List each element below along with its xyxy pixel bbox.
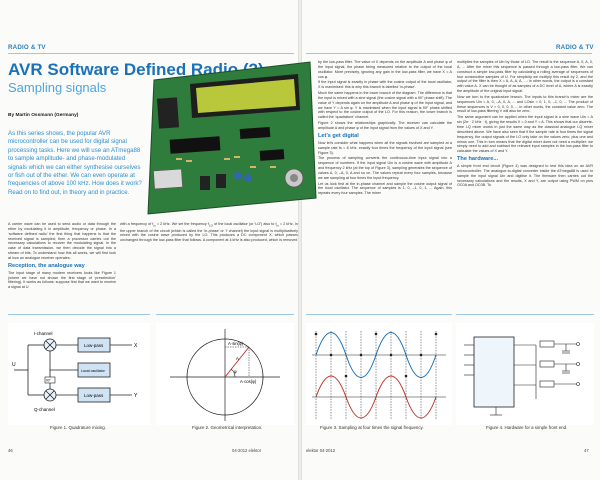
fig1-label-lowpass: Low-pass (84, 393, 104, 398)
sampling-waveform-diagram (306, 323, 452, 425)
capacitor (216, 174, 226, 188)
paragraph: If the input signal is exactly in phase … (318, 80, 452, 90)
fig1-label-u: U (12, 362, 16, 368)
paragraph: The process of sampling converts the con… (318, 156, 452, 180)
page-gutter (298, 0, 302, 480)
figure-2: A·sin(φ) A·cos(φ) φ A Figure 2. Geometri… (156, 314, 294, 433)
ic (259, 149, 285, 161)
pcb-illustration (147, 61, 317, 215)
quadrature-mixing-diagram: I-channel Q-channel Low-pass Low-pass Lo… (8, 323, 150, 425)
capacitor (244, 174, 252, 182)
section-tag: RADIO & TV (8, 44, 46, 51)
section-heading: The hardware... (457, 156, 499, 163)
paragraph: Now we turn to the quadrature branch. Th… (457, 94, 593, 114)
ic (239, 126, 271, 140)
phasor-vector (224, 346, 250, 378)
sdr-board-photo (140, 58, 318, 216)
fig1-label-lo: Local oscillator (81, 369, 106, 373)
figure-1-caption: Figure 1. Quadrature mixing. (50, 425, 106, 430)
header-pins (156, 97, 180, 129)
cosine-wave (315, 332, 437, 378)
figure-4: Figure 4. Hardware for a simple front en… (456, 314, 594, 433)
paragraph: multiplies the samples of Uin by those o… (457, 60, 593, 94)
microcontroller-chip (169, 136, 221, 154)
intro-paragraph: As this series shows, the popular AVR mi… (8, 130, 142, 196)
header-rule (306, 53, 592, 54)
lcd-screen (196, 79, 296, 113)
fig2-label-phi: φ (234, 369, 237, 374)
section-heading: Let’s get digital (318, 132, 359, 139)
text-fragment: = 2 kHz. We set the frequency f (156, 222, 209, 226)
fig2-label-acos: A·cos(φ) (240, 379, 257, 384)
fig2-label-asin: A·sin(φ) (228, 341, 244, 346)
capacitor (234, 172, 242, 180)
page-number: 46 (8, 448, 13, 453)
figure-2-caption: Figure 2. Geometrical interpretation. (192, 425, 263, 430)
body-column-1: A carrier wave can be used to send audio… (8, 222, 116, 308)
paragraph: Now let’s consider what happens when all… (318, 140, 452, 155)
paragraph: Figure 2 shows the relationships graphic… (318, 121, 452, 130)
paragraph: Let us look first at the in-phase channe… (318, 181, 452, 196)
article-subtitle: Sampling signals (8, 80, 107, 95)
fig1-label-ichannel: I-channel (34, 331, 53, 336)
byline: By Martin Ossmann (Germany) (8, 113, 79, 118)
fig1-label-lowpass: Low-pass (84, 343, 104, 348)
figure-3-caption: Figure 3. Sampling at four times the sig… (320, 425, 424, 430)
section-heading: Reception, the analogue way (8, 262, 85, 269)
paragraph: The same argument can be applied when th… (457, 115, 593, 154)
body-column-2: with a frequency of fin = 2 kHz. We set … (120, 222, 298, 243)
page-number: 47 (584, 448, 589, 453)
figure-3: Figure 3. Sampling at four times the sig… (306, 314, 452, 433)
right-page: RADIO & TV by the low-pass filter. The v… (302, 0, 600, 480)
body-column-4: multiplies the samples of Uin by those o… (457, 60, 593, 310)
unit-circle (186, 338, 264, 416)
geometric-interpretation-diagram: A·sin(φ) A·cos(φ) φ A (156, 323, 294, 425)
fig1-label-90: 90° (46, 379, 52, 383)
fig1-label-y: Y (134, 393, 138, 399)
paragraph: by the low-pass filter. The value of X d… (318, 60, 452, 79)
ic-chip (473, 336, 515, 408)
paragraph: The input stage of many modern receivers… (8, 270, 116, 290)
section-tag: RADIO & TV (556, 44, 594, 51)
paragraph: Much the same happens in the lower branc… (318, 91, 452, 120)
text-fragment: = 2 kHz. In the upper branch of the circ… (120, 222, 298, 243)
fig2-label-a: A (236, 356, 239, 361)
paragraph: A carrier wave can be used to send audio… (8, 222, 116, 260)
capacitor (200, 176, 210, 190)
paragraph: A simple front end circuit (Figure 4) wa… (457, 164, 593, 188)
text-fragment: with a frequency of f (120, 222, 154, 226)
fig1-label-qchannel: Q-channel (34, 407, 55, 412)
figure-1: I-channel Q-channel Low-pass Low-pass Lo… (8, 314, 150, 433)
front-end-schematic (456, 323, 594, 425)
connector (153, 168, 183, 190)
folio-line: elektor 04-2012 (306, 448, 336, 453)
body-column-3: by the low-pass filter. The value of X d… (318, 60, 452, 310)
header-rule (8, 53, 294, 54)
fig1-label-x: X (134, 343, 138, 349)
folio-line: 04-2012 elektor (232, 448, 262, 453)
text-fragment: of the local oscillator (or ‘LO’) also t… (214, 222, 277, 226)
figure-4-caption: Figure 4. Hardware for a simple front en… (486, 425, 568, 430)
